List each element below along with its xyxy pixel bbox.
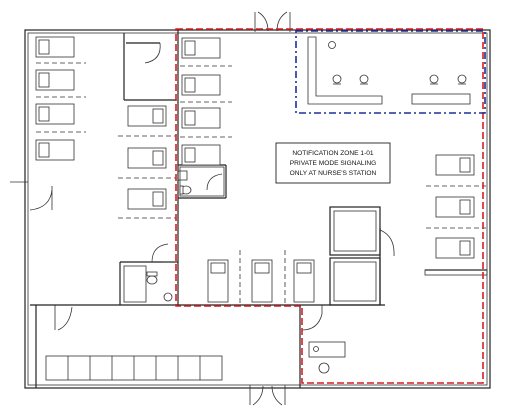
interior-walls: [30, 30, 488, 388]
doors: [10, 11, 395, 406]
exterior-walls: [24, 29, 491, 389]
note-line-1: NOTIFICATION ZONE 1-01: [292, 150, 374, 157]
note-line-2: PRIVATE MODE SIGNALING: [290, 160, 377, 167]
isolation-rooms: [329, 206, 381, 306]
tub-fixture: [308, 341, 346, 374]
private-bed-bays: [180, 37, 486, 304]
toilet-rooms: [123, 166, 225, 303]
left-bed-bays: [35, 36, 176, 219]
nurses-station: [307, 36, 471, 105]
zone-note: NOTIFICATION ZONE 1-01 PRIVATE MODE SIGN…: [275, 142, 391, 184]
nurses-station-zone-boundary: [295, 30, 486, 114]
lockers: [45, 355, 223, 381]
note-line-3: ONLY AT NURSE'S STATION: [290, 170, 377, 177]
notification-zone-boundary: [175, 28, 484, 384]
